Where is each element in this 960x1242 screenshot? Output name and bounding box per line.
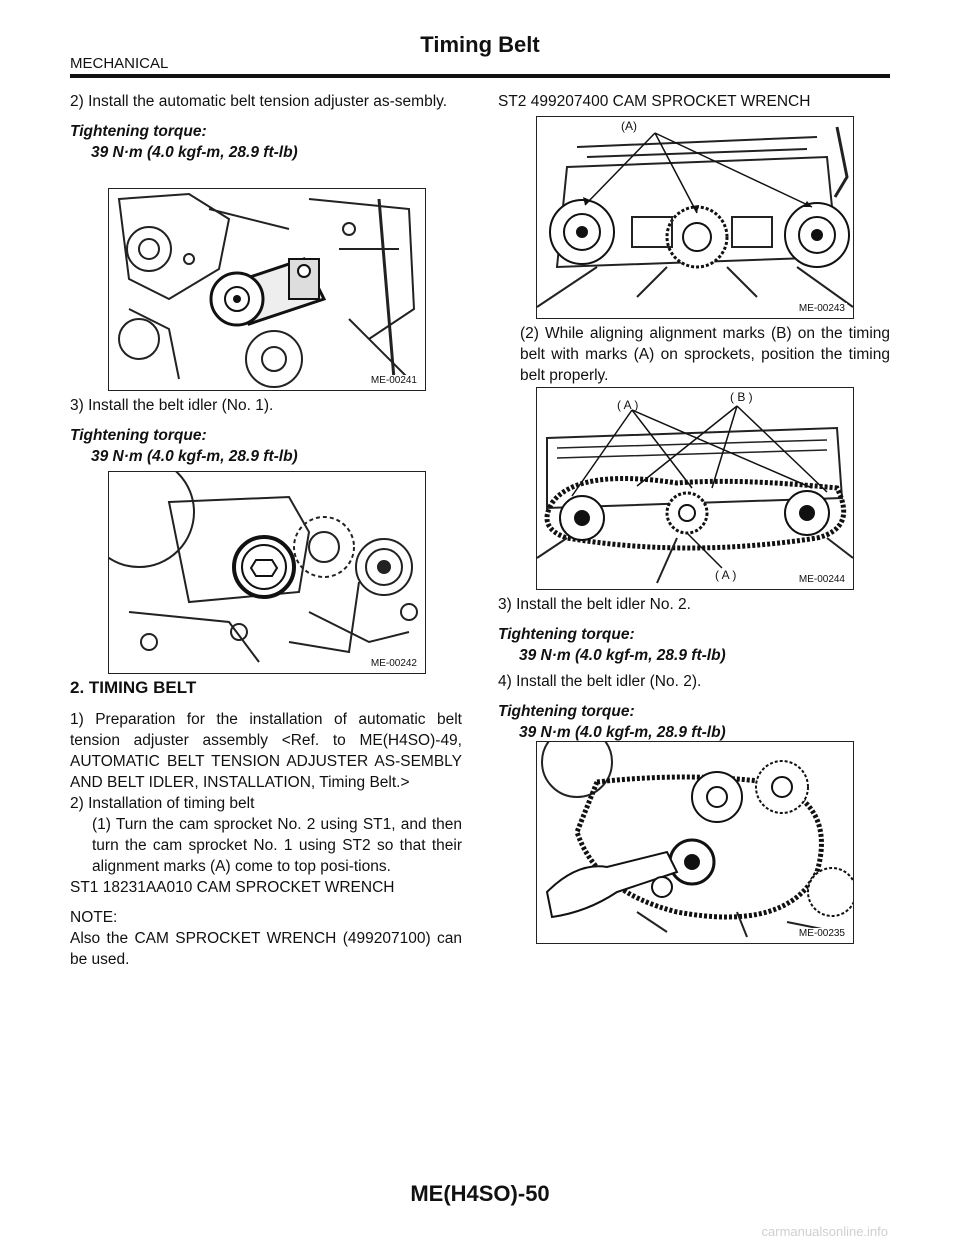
right-column: ST2 499207400 CAM SPROCKET WRENCH <box>498 91 890 112</box>
figure-id: ME-00241 <box>368 375 419 386</box>
cam-sprocket-illustration <box>537 117 853 318</box>
note-text: Also the CAM SPROCKET WRENCH (499207100)… <box>70 930 462 968</box>
left-column-2: 3) Install the belt idler (No. 1). Tight… <box>70 395 462 467</box>
figure-me-00242: ME-00242 <box>108 471 426 674</box>
label-a-top: ( A ) <box>617 398 639 412</box>
label-b: ( B ) <box>730 390 753 404</box>
torque-label-1: Tightening torque: <box>70 123 207 140</box>
torque-value-3: 39 N·m (4.0 kgf-m, 28.9 ft-lb) <box>519 647 726 664</box>
torque-value-4: 39 N·m (4.0 kgf-m, 28.9 ft-lb) <box>519 724 726 741</box>
torque-label-2: Tightening torque: <box>70 427 207 444</box>
idler-install-illustration <box>537 742 853 943</box>
section-heading: 2. TIMING BELT <box>70 678 197 697</box>
tensioner-illustration <box>109 189 425 390</box>
left-column-3: 2. TIMING BELT 1) Preparation for the in… <box>70 678 462 970</box>
page-number: ME(H4SO)-50 <box>410 1181 550 1206</box>
watermark: carmanualsonline.info <box>761 1224 888 1239</box>
figure-me-00243: (A) ME-00243 <box>536 116 854 319</box>
prep-text: 1) Preparation for the installation of a… <box>70 711 462 791</box>
label-a: (A) <box>621 119 637 133</box>
figure-me-00241: ME-00241 <box>108 188 426 391</box>
step-3-text: 3) Install the belt idler (No. 1). <box>70 397 274 414</box>
torque-value-1: 39 N·m (4.0 kgf-m, 28.9 ft-lb) <box>91 144 298 161</box>
torque-label-3: Tightening torque: <box>498 626 635 643</box>
torque-value-2: 39 N·m (4.0 kgf-m, 28.9 ft-lb) <box>91 448 298 465</box>
note-label: NOTE: <box>70 909 118 926</box>
figure-me-00235: ME-00235 <box>536 741 854 944</box>
figure-id: ME-00243 <box>796 303 847 314</box>
st2-text: ST2 499207400 CAM SPROCKET WRENCH <box>498 93 811 110</box>
belt-idler-illustration <box>109 472 425 673</box>
header-rule <box>70 74 890 78</box>
install-sub-2: (2) While aligning alignment marks (B) o… <box>520 325 890 384</box>
step-4-text: 4) Install the belt idler (No. 2). <box>498 673 702 690</box>
figure-id: ME-00244 <box>796 574 847 585</box>
right-column-2: (2) While aligning alignment marks (B) o… <box>520 323 890 386</box>
label-a-bottom: ( A ) <box>715 568 737 582</box>
figure-me-00244: ( A ) ( B ) ( A ) ME-00244 <box>536 387 854 590</box>
right-column-3: 3) Install the belt idler No. 2. Tighten… <box>498 594 890 743</box>
step-3b-text: 3) Install the belt idler No. 2. <box>498 596 691 613</box>
torque-label-4: Tightening torque: <box>498 703 635 720</box>
st1-text: ST1 18231AA010 CAM SPROCKET WRENCH <box>70 879 395 896</box>
section-label: MECHANICAL <box>70 55 169 72</box>
install-sub-1: (1) Turn the cam sprocket No. 2 using ST… <box>92 816 462 875</box>
page-title: Timing Belt <box>420 32 540 57</box>
figure-id: ME-00235 <box>796 928 847 939</box>
figure-id: ME-00242 <box>368 658 419 669</box>
step-2-text: 2) Install the automatic belt tension ad… <box>70 93 448 110</box>
left-column: 2) Install the automatic belt tension ad… <box>70 91 462 163</box>
install-heading: 2) Installation of timing belt <box>70 795 255 812</box>
belt-alignment-illustration <box>537 388 853 589</box>
